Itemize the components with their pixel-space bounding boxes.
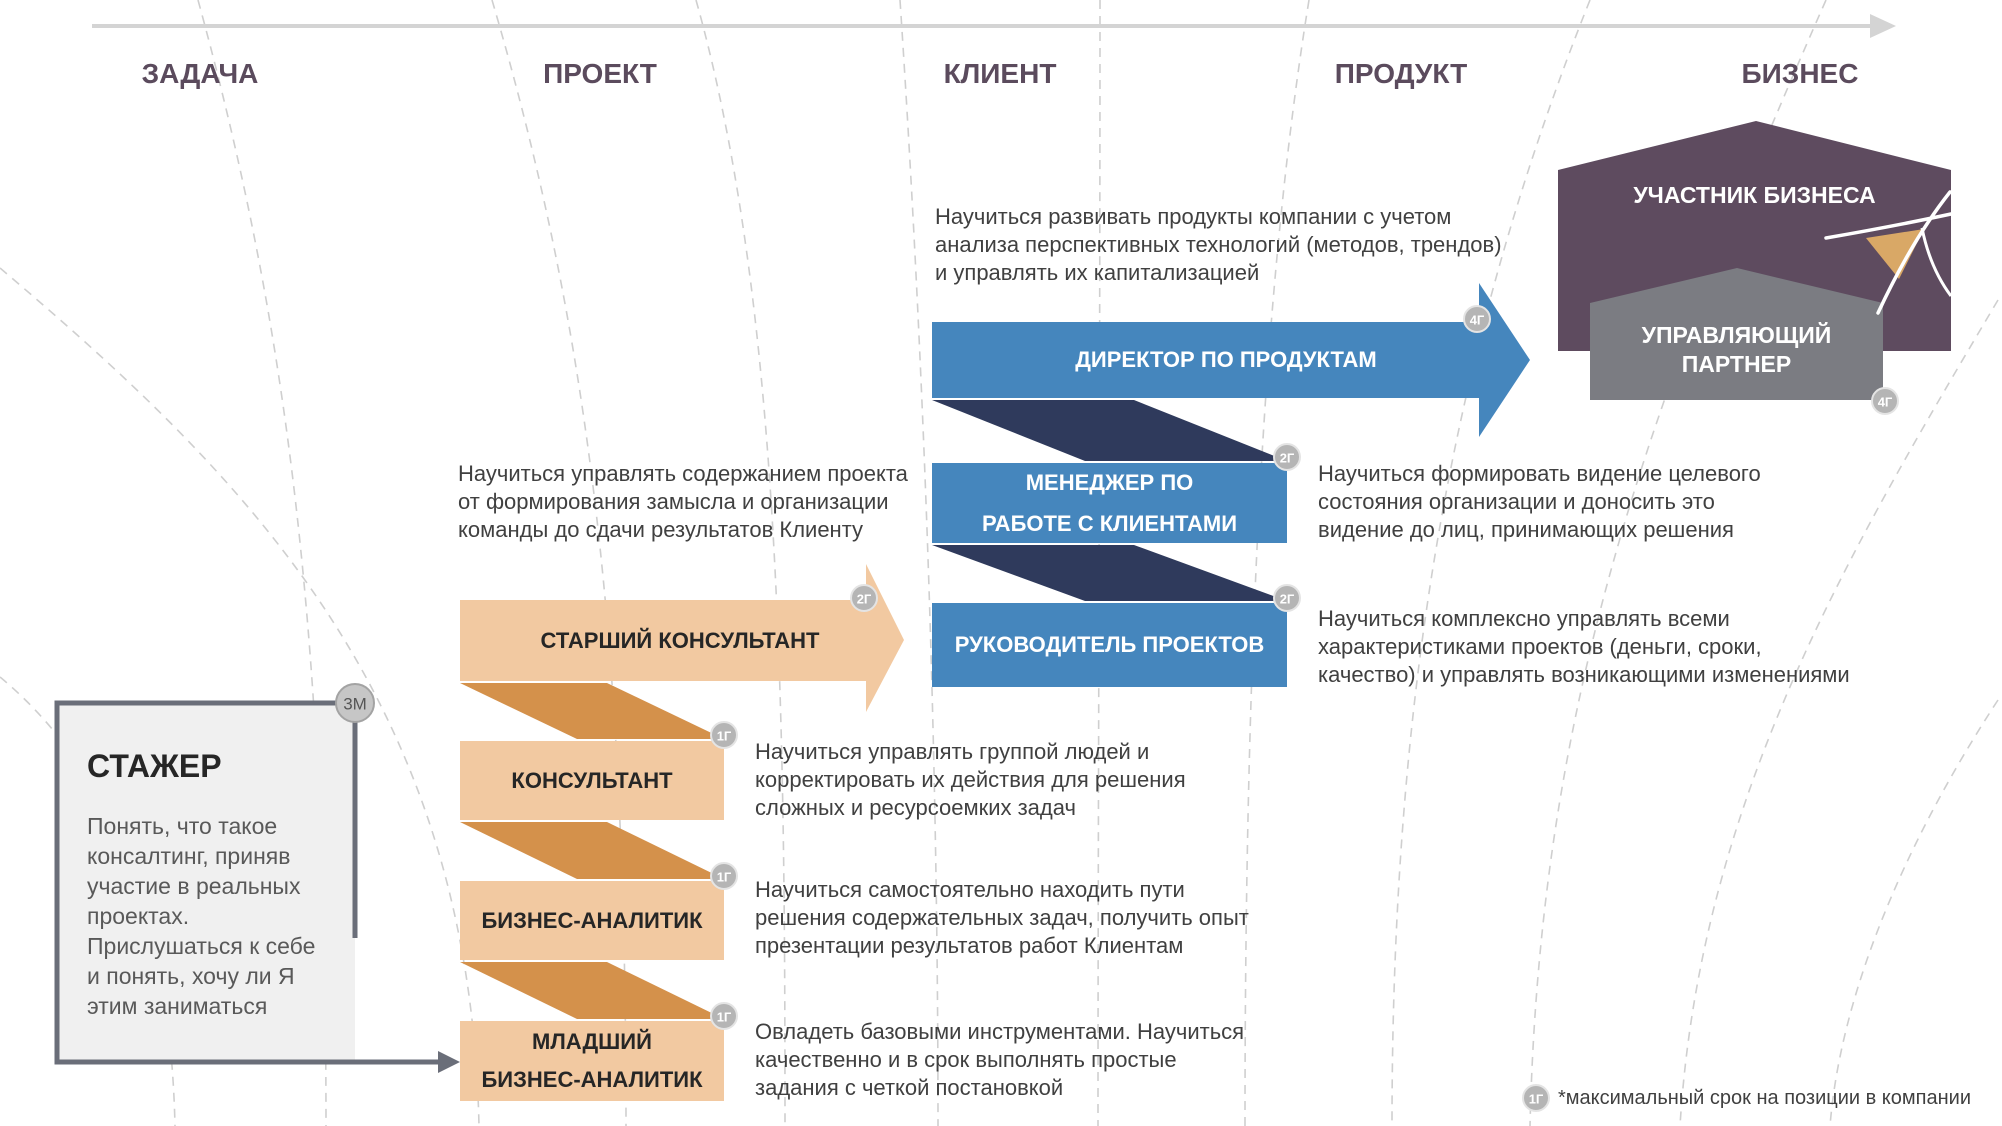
guide-line xyxy=(1679,299,1999,1126)
junior-business-analyst-term-badge: 1Г xyxy=(710,1002,738,1030)
client-manager-term-badge: 2Г xyxy=(1273,443,1301,471)
company-logo xyxy=(1824,190,1953,315)
intern-card-background xyxy=(57,703,355,1062)
ribbon-fold xyxy=(460,683,724,739)
junior-business-analyst-label: МЛАДШИЙ БИЗНЕС-АНАЛИТИК xyxy=(481,1029,703,1092)
senior-consultant-term-badge: 2Г xyxy=(850,584,878,612)
promotion-arrow-head xyxy=(438,1051,460,1073)
ribbon-fold xyxy=(460,822,724,879)
badge-label: 3М xyxy=(343,695,367,714)
logo-swoosh xyxy=(1824,212,1953,240)
project-manager-label: РУКОВОДИТЕЛЬ ПРОЕКТОВ xyxy=(954,632,1265,657)
footnote-text: *максимальный срок на позиции в компании xyxy=(1558,1087,1971,1109)
badge-label: 1Г xyxy=(717,870,732,885)
stage-label-product: ПРОДУКТ xyxy=(1334,58,1468,89)
project-manager-term-badge: 2Г xyxy=(1273,584,1301,612)
business-participant-label: УЧАСТНИК БИЗНЕСА xyxy=(1633,181,1876,208)
intern-title: СТАЖЕР xyxy=(87,748,222,784)
ribbon-fold xyxy=(460,962,724,1019)
managing-partner-house xyxy=(1590,268,1883,400)
business-analyst-term-badge: 1Г xyxy=(710,862,738,890)
client-manager-goal: Научиться формировать видение целевого с… xyxy=(1318,461,1761,542)
guide-line xyxy=(1529,0,1827,1126)
stage-label-business: БИЗНЕС xyxy=(1741,58,1859,89)
badge-label: 1Г xyxy=(717,1010,732,1025)
guide-line xyxy=(0,267,480,1126)
intern-card xyxy=(54,700,460,1073)
badge-label: 4Г xyxy=(1470,313,1485,328)
business-analyst-box xyxy=(460,881,724,960)
project-manager-box xyxy=(932,603,1287,687)
consultant-box xyxy=(460,741,724,820)
product-director-arrow xyxy=(932,283,1530,437)
business-analyst-label: БИЗНЕС-АНАЛИТИК xyxy=(481,907,703,933)
badge-label: 2Г xyxy=(1280,451,1295,466)
intern-goal: Понять, что такое консалтинг, приняв уча… xyxy=(87,813,316,1019)
junior-business-analyst-box xyxy=(460,1021,724,1101)
badge-label: 1Г xyxy=(717,729,732,744)
intern-term-badge: 3М xyxy=(335,683,375,723)
guide-line xyxy=(1829,699,1999,1126)
guide-line xyxy=(695,0,786,1126)
client-manager-box xyxy=(932,463,1287,543)
footnote-badge: 1Г xyxy=(1522,1084,1550,1112)
logo-stroke xyxy=(1876,190,1952,315)
management-track xyxy=(932,283,1530,687)
badge-label: 4Г xyxy=(1878,395,1893,410)
product-director-label: ДИРЕКТОР ПО ПРОДУКТАМ xyxy=(1075,347,1377,372)
logo-triangle xyxy=(1866,229,1924,279)
consultant-goal: Научиться управлять группой людей и корр… xyxy=(755,739,1186,820)
stage-label-task: ЗАДАЧА xyxy=(141,58,259,89)
guide-line xyxy=(899,0,939,1126)
stage-label-client: КЛИЕНТ xyxy=(943,58,1057,89)
product-director-term-badge: 4Г xyxy=(1463,305,1491,333)
junior-business-analyst-goal: Овладеть базовыми инструментами. Научить… xyxy=(755,1019,1245,1100)
ribbon-fold xyxy=(932,400,1287,461)
product-director-goal: Научиться развивать продукты компании с … xyxy=(935,204,1502,285)
senior-consultant-label: СТАРШИЙ КОНСУЛЬТАНТ xyxy=(540,627,820,653)
guide-line xyxy=(1097,0,1101,1126)
client-manager-label: МЕНЕДЖЕР ПО РАБОТЕ С КЛИЕНТАМИ xyxy=(981,470,1238,536)
ribbon-fold xyxy=(932,545,1287,601)
senior-consultant-arrow xyxy=(460,564,904,712)
guide-line xyxy=(1244,0,1310,1126)
business-track xyxy=(1558,121,1951,400)
badge-label: 1Г xyxy=(1529,1092,1544,1107)
consultant-term-badge: 1Г xyxy=(710,721,738,749)
project-manager-goal: Научиться комплексно управлять всеми хар… xyxy=(1318,606,1850,687)
timeline-arrow xyxy=(92,14,1896,38)
senior-consultant-goal: Научиться управлять содержанием проекта … xyxy=(458,461,908,542)
consultant-label: КОНСУЛЬТАНТ xyxy=(511,767,673,793)
business-analyst-goal: Научиться самостоятельно находить пути р… xyxy=(755,877,1249,958)
managing-partner-label: УПРАВЛЯЮЩИЙ ПАРТНЕР xyxy=(1641,322,1832,377)
badge-label: 2Г xyxy=(1280,592,1295,607)
guide-line xyxy=(1391,0,1591,1126)
logo-curve xyxy=(1920,227,1953,297)
consulting-track xyxy=(460,564,904,1101)
badge-label: 2Г xyxy=(857,592,872,607)
intern-card-border xyxy=(54,700,442,1065)
stage-label-project: ПРОЕКТ xyxy=(543,58,657,89)
managing-partner-term-badge: 4Г xyxy=(1871,387,1899,415)
timeline-arrow-head xyxy=(1870,14,1896,38)
